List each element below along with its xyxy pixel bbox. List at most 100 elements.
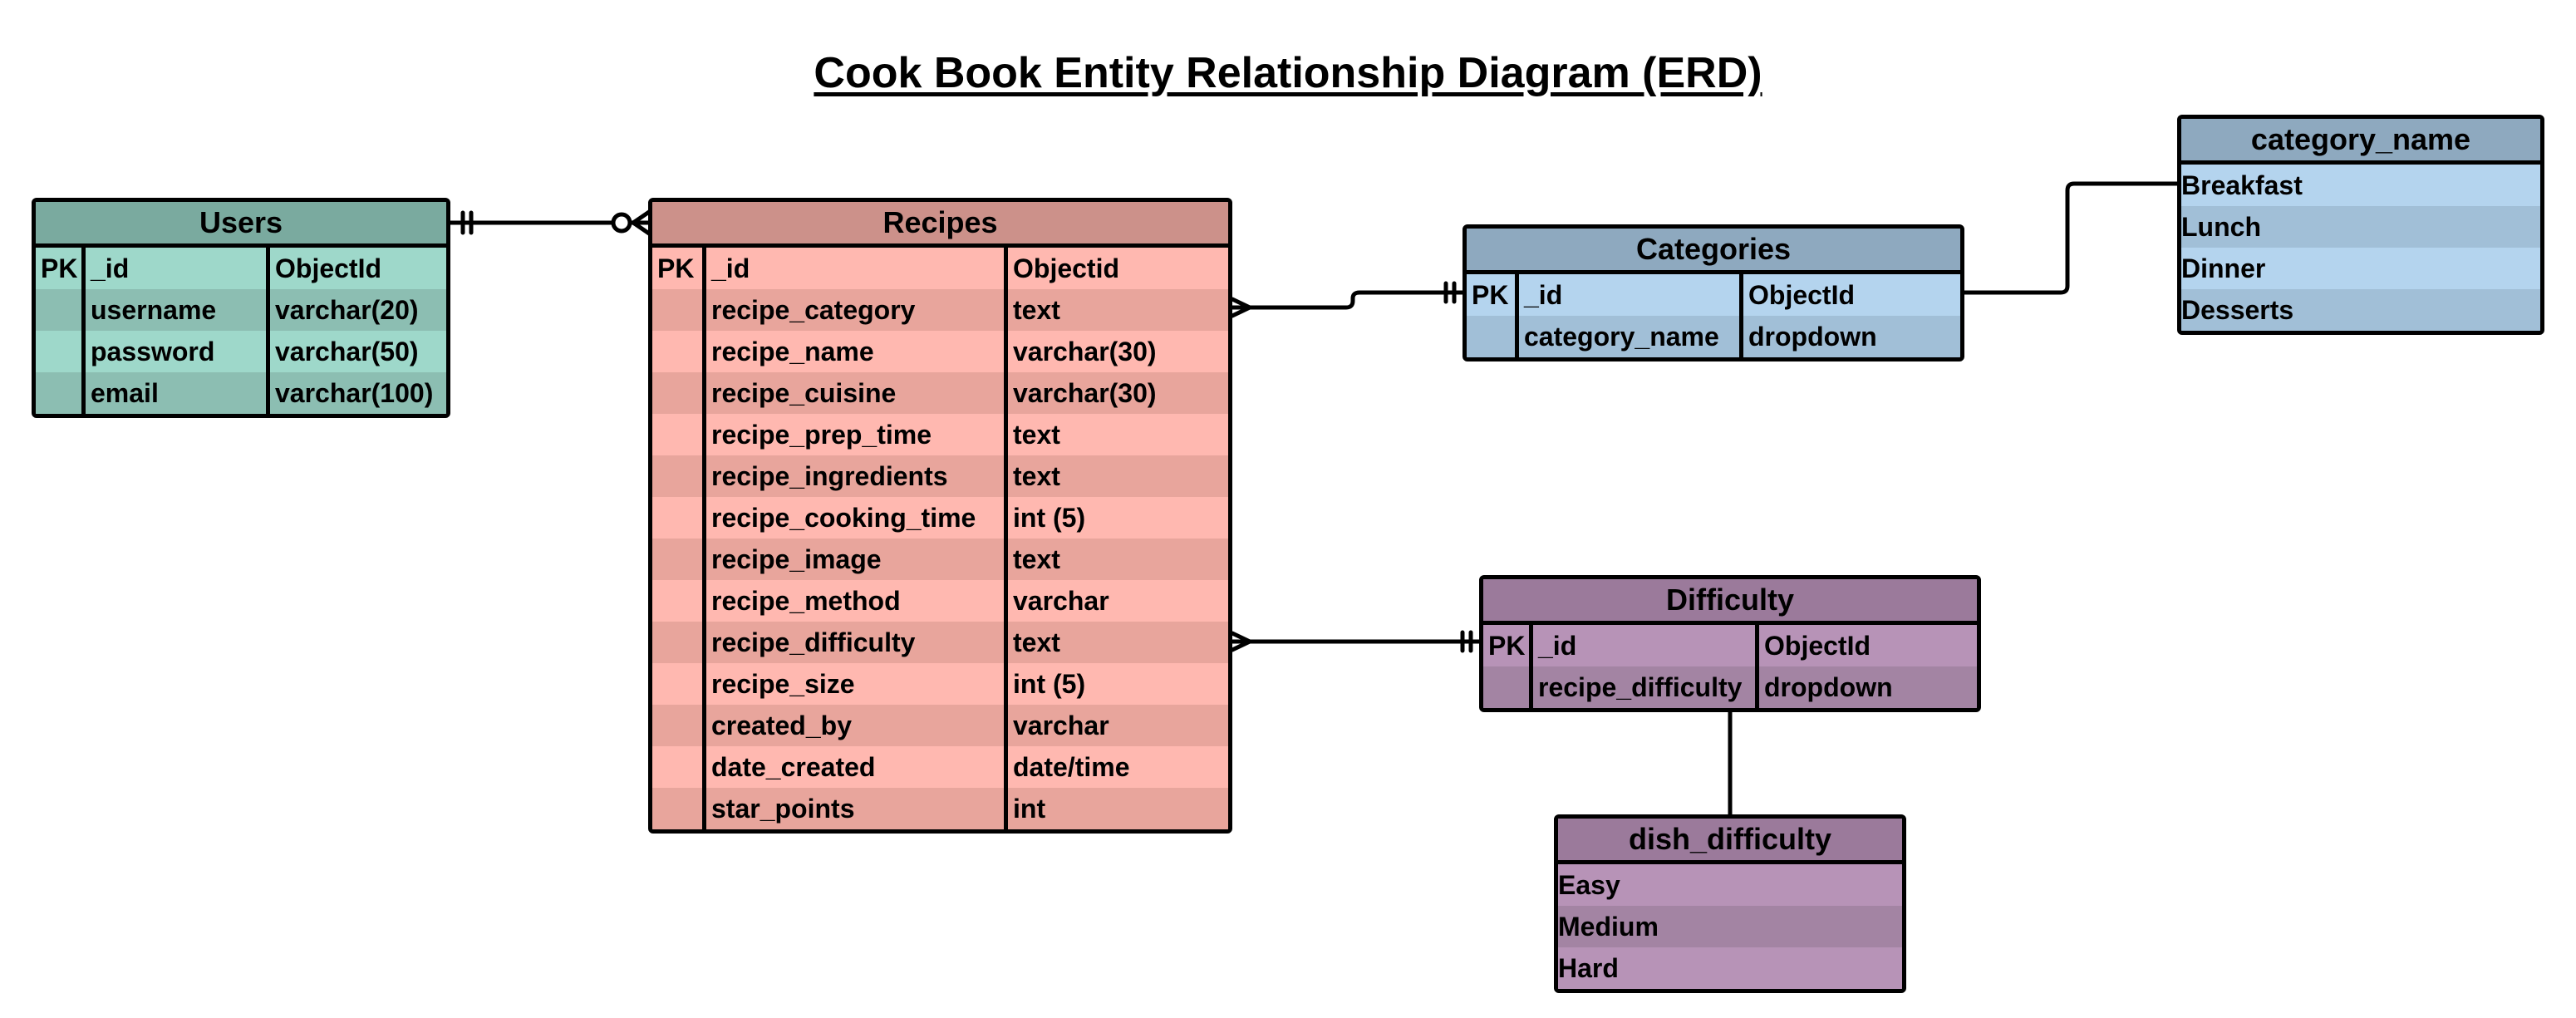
list-item-label: Breakfast <box>2181 170 2303 200</box>
key-cell: PK <box>652 248 706 289</box>
list-item-label: Lunch <box>2181 212 2261 242</box>
field-name: category_name <box>1519 316 1743 357</box>
key-cell: PK <box>1483 625 1533 666</box>
field-type: ObjectId <box>1764 631 1871 661</box>
field-type: Objectid <box>1013 253 1120 283</box>
field-type: varchar(20) <box>275 295 419 325</box>
field-type: varchar(30) <box>1013 337 1157 366</box>
key-cell <box>36 372 86 414</box>
users-recipes-relationship <box>446 208 654 238</box>
list-item: Lunch <box>2181 206 2540 248</box>
field-type: varchar(30) <box>1013 378 1157 408</box>
categories-table-header: Categories <box>1467 229 1960 274</box>
field-name: recipe_cuisine <box>706 372 1008 414</box>
dish-difficulty-list-header: dish_difficulty <box>1558 819 1902 864</box>
field-name: star_points <box>706 788 1008 829</box>
field-type: int (5) <box>1013 669 1086 699</box>
list-item: Medium <box>1558 906 1902 947</box>
list-item-label: Dinner <box>2181 253 2266 283</box>
field-name: password <box>86 331 270 372</box>
field-type: ObjectId <box>275 253 382 283</box>
field-name: recipe_method <box>706 580 1008 622</box>
field-type: text <box>1013 420 1060 450</box>
list-item-label: Desserts <box>2181 295 2294 325</box>
key-cell: PK <box>36 248 86 289</box>
list-item: Breakfast <box>2181 165 2540 206</box>
diagram-title: Cook Book Entity Relationship Diagram (E… <box>814 49 1762 97</box>
key-cell <box>652 705 706 746</box>
key-cell <box>652 289 706 331</box>
field-name: created_by <box>706 705 1008 746</box>
field-name: recipe_size <box>706 663 1008 705</box>
key-cell <box>652 372 706 414</box>
key-cell <box>652 746 706 788</box>
field-name: _id <box>86 248 270 289</box>
field-type: varchar <box>1013 586 1109 616</box>
field-type: text <box>1013 295 1060 325</box>
key-cell <box>652 622 706 663</box>
field-type: int <box>1013 794 1046 824</box>
key-cell <box>652 663 706 705</box>
field-name: _id <box>1533 625 1759 666</box>
field-name: _id <box>706 248 1008 289</box>
list-item-label: Easy <box>1558 870 1620 900</box>
recipes-categories-relationship <box>1230 281 1468 318</box>
field-type: ObjectId <box>1748 280 1856 310</box>
key-cell <box>652 497 706 539</box>
field-name: recipe_image <box>706 539 1008 580</box>
field-name: username <box>86 289 270 331</box>
field-name: recipe_difficulty <box>1533 666 1759 708</box>
key-cell: PK <box>1467 274 1519 316</box>
field-name: _id <box>1519 274 1743 316</box>
field-type: text <box>1013 544 1060 574</box>
field-name: recipe_difficulty <box>706 622 1008 663</box>
field-type: dropdown <box>1764 672 1893 702</box>
key-cell <box>652 788 706 829</box>
field-type: date/time <box>1013 752 1130 782</box>
field-type: int (5) <box>1013 503 1086 533</box>
field-type: text <box>1013 627 1060 657</box>
field-name: recipe_ingredients <box>706 455 1008 497</box>
key-cell <box>652 455 706 497</box>
key-cell <box>652 331 706 372</box>
field-name: recipe_name <box>706 331 1008 372</box>
key-cell <box>652 580 706 622</box>
list-item-label: Hard <box>1558 953 1619 983</box>
list-item: Hard <box>1558 947 1902 989</box>
field-name: recipe_cooking_time <box>706 497 1008 539</box>
field-name: recipe_prep_time <box>706 414 1008 455</box>
field-name: email <box>86 372 270 414</box>
list-item: Easy <box>1558 864 1902 906</box>
field-name: recipe_category <box>706 289 1008 331</box>
field-type: varchar(50) <box>275 337 419 366</box>
field-type: text <box>1013 461 1060 491</box>
category-name-list-header: category_name <box>2181 119 2540 165</box>
